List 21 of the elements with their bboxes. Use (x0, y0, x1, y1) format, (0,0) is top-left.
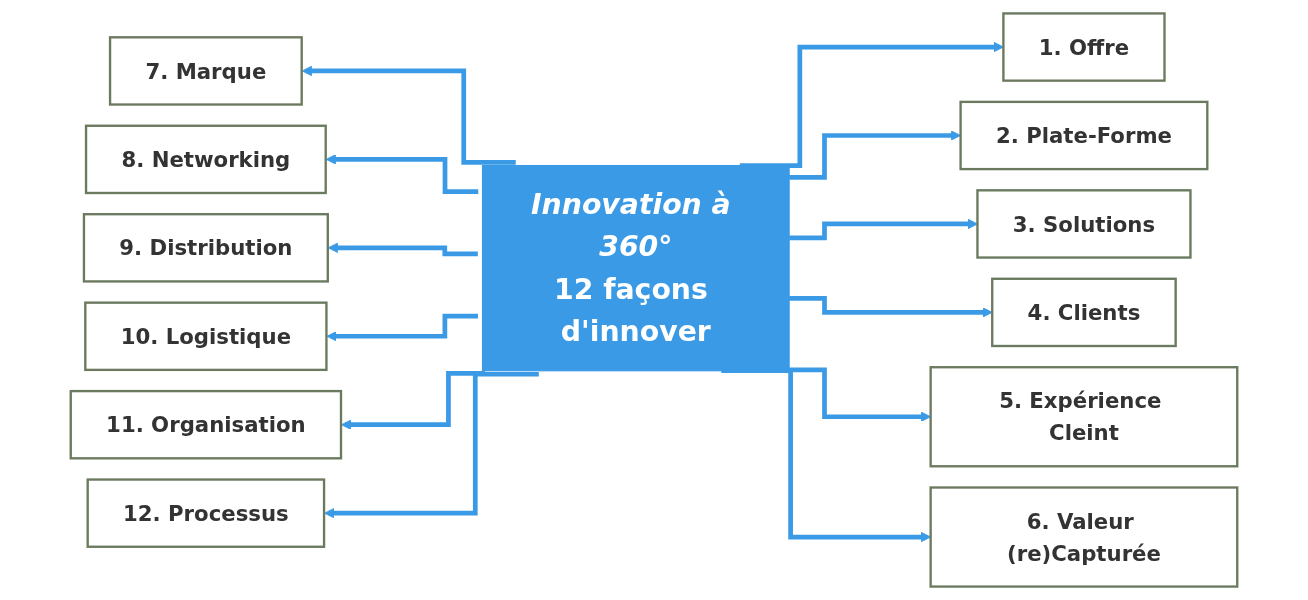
node-box: 12. Processus (86, 478, 326, 548)
arrow (324, 371, 539, 519)
node-box: 11. Organisation (69, 389, 343, 460)
arrow (789, 296, 993, 318)
node-box: 3. Solutions (976, 189, 1192, 259)
node-box: 2. Plate-Forme (959, 100, 1209, 171)
node-box: 10. Logistique (84, 301, 328, 372)
node-box: 4. Clients (991, 277, 1177, 348)
node-box: 6. Valeur (re)Capturée (929, 486, 1239, 588)
arrow (301, 65, 516, 165)
arrow (789, 218, 978, 241)
arrow (739, 41, 1004, 168)
arrow (326, 313, 478, 342)
node-box: 7. Marque (108, 36, 303, 106)
node-box: 8. Networking (84, 124, 327, 195)
node-box: 9. Distribution (82, 213, 329, 283)
node-box: 5. Expérience Cleint (929, 366, 1239, 468)
arrow (327, 242, 478, 257)
arrow (325, 154, 479, 195)
node-box: Innovation à 360° 12 façons d'innover (481, 164, 790, 372)
node-box: 1. Offre (1002, 12, 1166, 82)
